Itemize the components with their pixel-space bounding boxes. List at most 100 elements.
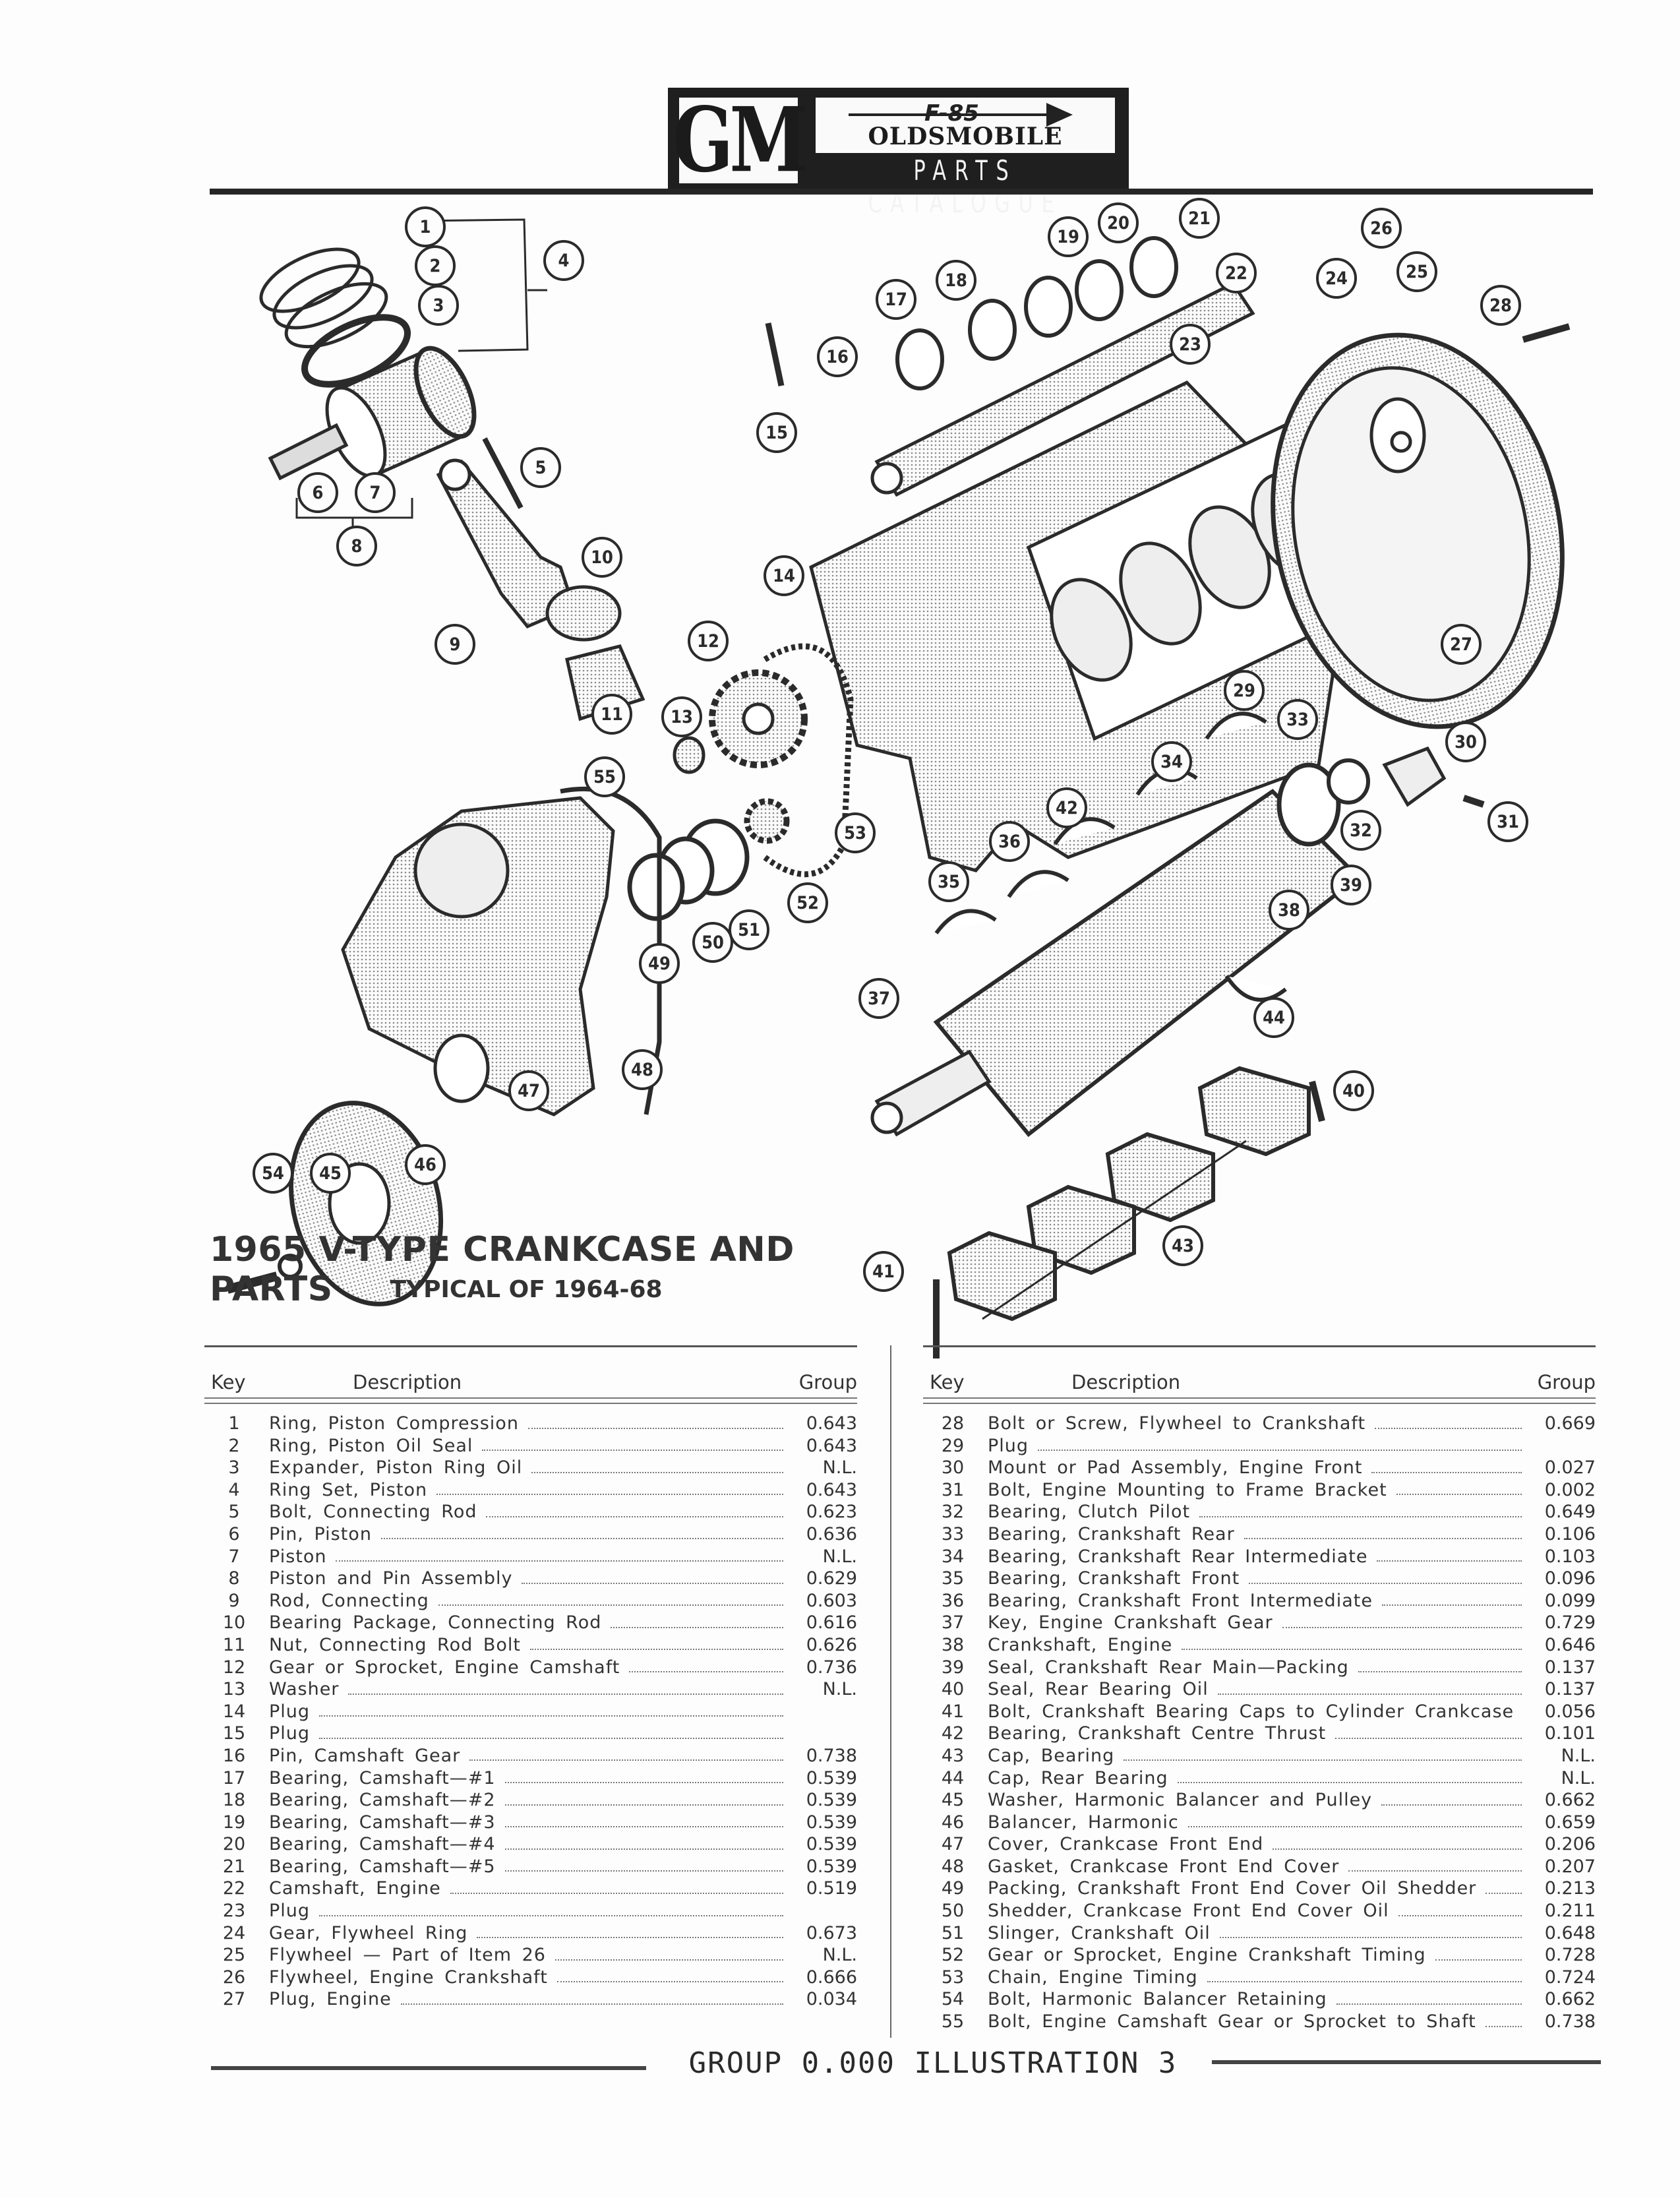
callout-41[interactable]: 41 <box>863 1251 904 1292</box>
gm-logo: GM <box>673 96 808 185</box>
callout-33[interactable]: 33 <box>1277 699 1318 740</box>
callout-34[interactable]: 34 <box>1151 741 1192 782</box>
part-description-cell: Expander, Piston Ring Oil <box>264 1457 791 1478</box>
part-description-cell: Bearing, Crankshaft Centre Thrust <box>982 1723 1530 1744</box>
callout-32[interactable]: 32 <box>1340 810 1381 851</box>
callout-53[interactable]: 53 <box>835 812 876 853</box>
callout-3[interactable]: 3 <box>418 285 459 326</box>
dot-leader <box>1358 1671 1522 1673</box>
callout-10[interactable]: 10 <box>582 537 622 578</box>
callout-28[interactable]: 28 <box>1480 285 1521 326</box>
callout-1[interactable]: 1 <box>405 206 446 247</box>
part-description-cell: Seal, Rear Bearing Oil <box>982 1679 1530 1699</box>
callout-50[interactable]: 50 <box>692 922 733 963</box>
part-description-cell: Plug <box>982 1436 1530 1456</box>
callout-5[interactable]: 5 <box>520 447 561 488</box>
callout-48[interactable]: 48 <box>622 1049 663 1090</box>
part-group: 0.636 <box>806 1523 857 1544</box>
callout-18[interactable]: 18 <box>936 260 976 301</box>
column-divider <box>890 1345 891 2038</box>
callout-13[interactable]: 13 <box>661 696 702 737</box>
callout-26[interactable]: 26 <box>1361 208 1402 249</box>
callout-38[interactable]: 38 <box>1269 890 1309 931</box>
callout-25[interactable]: 25 <box>1396 251 1437 292</box>
callout-52[interactable]: 52 <box>787 882 828 923</box>
callout-35[interactable]: 35 <box>928 861 969 902</box>
callout-40[interactable]: 40 <box>1333 1070 1374 1111</box>
part-group: 0.616 <box>806 1612 857 1633</box>
callout-54[interactable]: 54 <box>253 1153 293 1194</box>
callout-16[interactable]: 16 <box>817 336 858 377</box>
callout-4[interactable]: 4 <box>543 240 584 281</box>
washer-icon <box>673 736 705 774</box>
dot-leader <box>436 1494 783 1496</box>
callout-7[interactable]: 7 <box>355 472 396 513</box>
dot-leader <box>1217 1693 1522 1695</box>
callout-22[interactable]: 22 <box>1216 253 1257 293</box>
callout-29[interactable]: 29 <box>1224 670 1265 711</box>
table-header-rule <box>923 1397 1596 1399</box>
part-group: 0.137 <box>1544 1657 1596 1678</box>
callout-46[interactable]: 46 <box>405 1144 446 1185</box>
callout-42[interactable]: 42 <box>1046 787 1087 828</box>
part-group: 0.027 <box>1544 1457 1596 1479</box>
callout-15[interactable]: 15 <box>756 412 797 453</box>
callout-49[interactable]: 49 <box>639 943 680 984</box>
callout-23[interactable]: 23 <box>1170 324 1211 365</box>
callout-20[interactable]: 20 <box>1098 202 1139 243</box>
part-key: 24 <box>222 1922 246 1943</box>
dot-leader <box>1396 1494 1522 1496</box>
callout-19[interactable]: 19 <box>1048 216 1089 257</box>
callout-2[interactable]: 2 <box>415 245 456 286</box>
part-group: 0.629 <box>806 1568 857 1589</box>
part-description-cell: Bearing, Clutch Pilot <box>982 1502 1530 1522</box>
callout-55[interactable]: 55 <box>584 756 625 797</box>
callout-11[interactable]: 11 <box>591 694 632 735</box>
part-group: 0.101 <box>1544 1723 1596 1744</box>
callout-27[interactable]: 27 <box>1441 624 1482 665</box>
callout-21[interactable]: 21 <box>1179 198 1220 239</box>
part-description-cell: Bearing, Camshaft—#3 <box>264 1812 791 1833</box>
part-description-cell: Camshaft, Engine <box>264 1878 791 1899</box>
part-description: Bearing, Camshaft—#2 <box>269 1790 496 1811</box>
dot-leader <box>1381 1604 1522 1606</box>
callout-9[interactable]: 9 <box>435 624 475 665</box>
callout-37[interactable]: 37 <box>858 978 899 1019</box>
callout-30[interactable]: 30 <box>1445 721 1486 762</box>
part-key: 42 <box>941 1723 965 1744</box>
engine-mount-icon <box>1382 746 1447 807</box>
callout-17[interactable]: 17 <box>876 279 916 320</box>
callout-51[interactable]: 51 <box>729 909 769 950</box>
dot-leader <box>1182 1649 1522 1651</box>
part-group: 0.666 <box>806 1967 857 1988</box>
dot-leader <box>1199 1515 1522 1517</box>
part-description-cell: Flywheel, Engine Crankshaft <box>264 1967 791 1988</box>
callout-24[interactable]: 24 <box>1316 258 1357 299</box>
dot-leader <box>504 1782 783 1783</box>
part-key: 7 <box>228 1546 240 1567</box>
table-top-rule <box>204 1345 857 1347</box>
part-key: 4 <box>228 1479 240 1500</box>
part-description-cell: Ring, Piston Compression <box>264 1413 791 1434</box>
part-key: 44 <box>941 1767 965 1788</box>
part-description-cell: Plug <box>264 1701 791 1722</box>
callout-14[interactable]: 14 <box>764 555 804 596</box>
callout-8[interactable]: 8 <box>336 526 377 566</box>
callout-44[interactable]: 44 <box>1253 997 1294 1038</box>
part-description: Mount or Pad Assembly, Engine Front <box>988 1457 1363 1479</box>
callout-31[interactable]: 31 <box>1487 801 1528 842</box>
part-description-cell: Washer, Harmonic Balancer and Pulley <box>982 1790 1530 1810</box>
callout-39[interactable]: 39 <box>1331 865 1371 905</box>
callout-45[interactable]: 45 <box>310 1153 351 1194</box>
callout-43[interactable]: 43 <box>1162 1225 1203 1266</box>
callout-12[interactable]: 12 <box>688 621 729 661</box>
callout-36[interactable]: 36 <box>989 821 1030 862</box>
dot-leader <box>319 1737 783 1739</box>
callout-6[interactable]: 6 <box>297 472 338 513</box>
callout-47[interactable]: 47 <box>508 1070 549 1111</box>
